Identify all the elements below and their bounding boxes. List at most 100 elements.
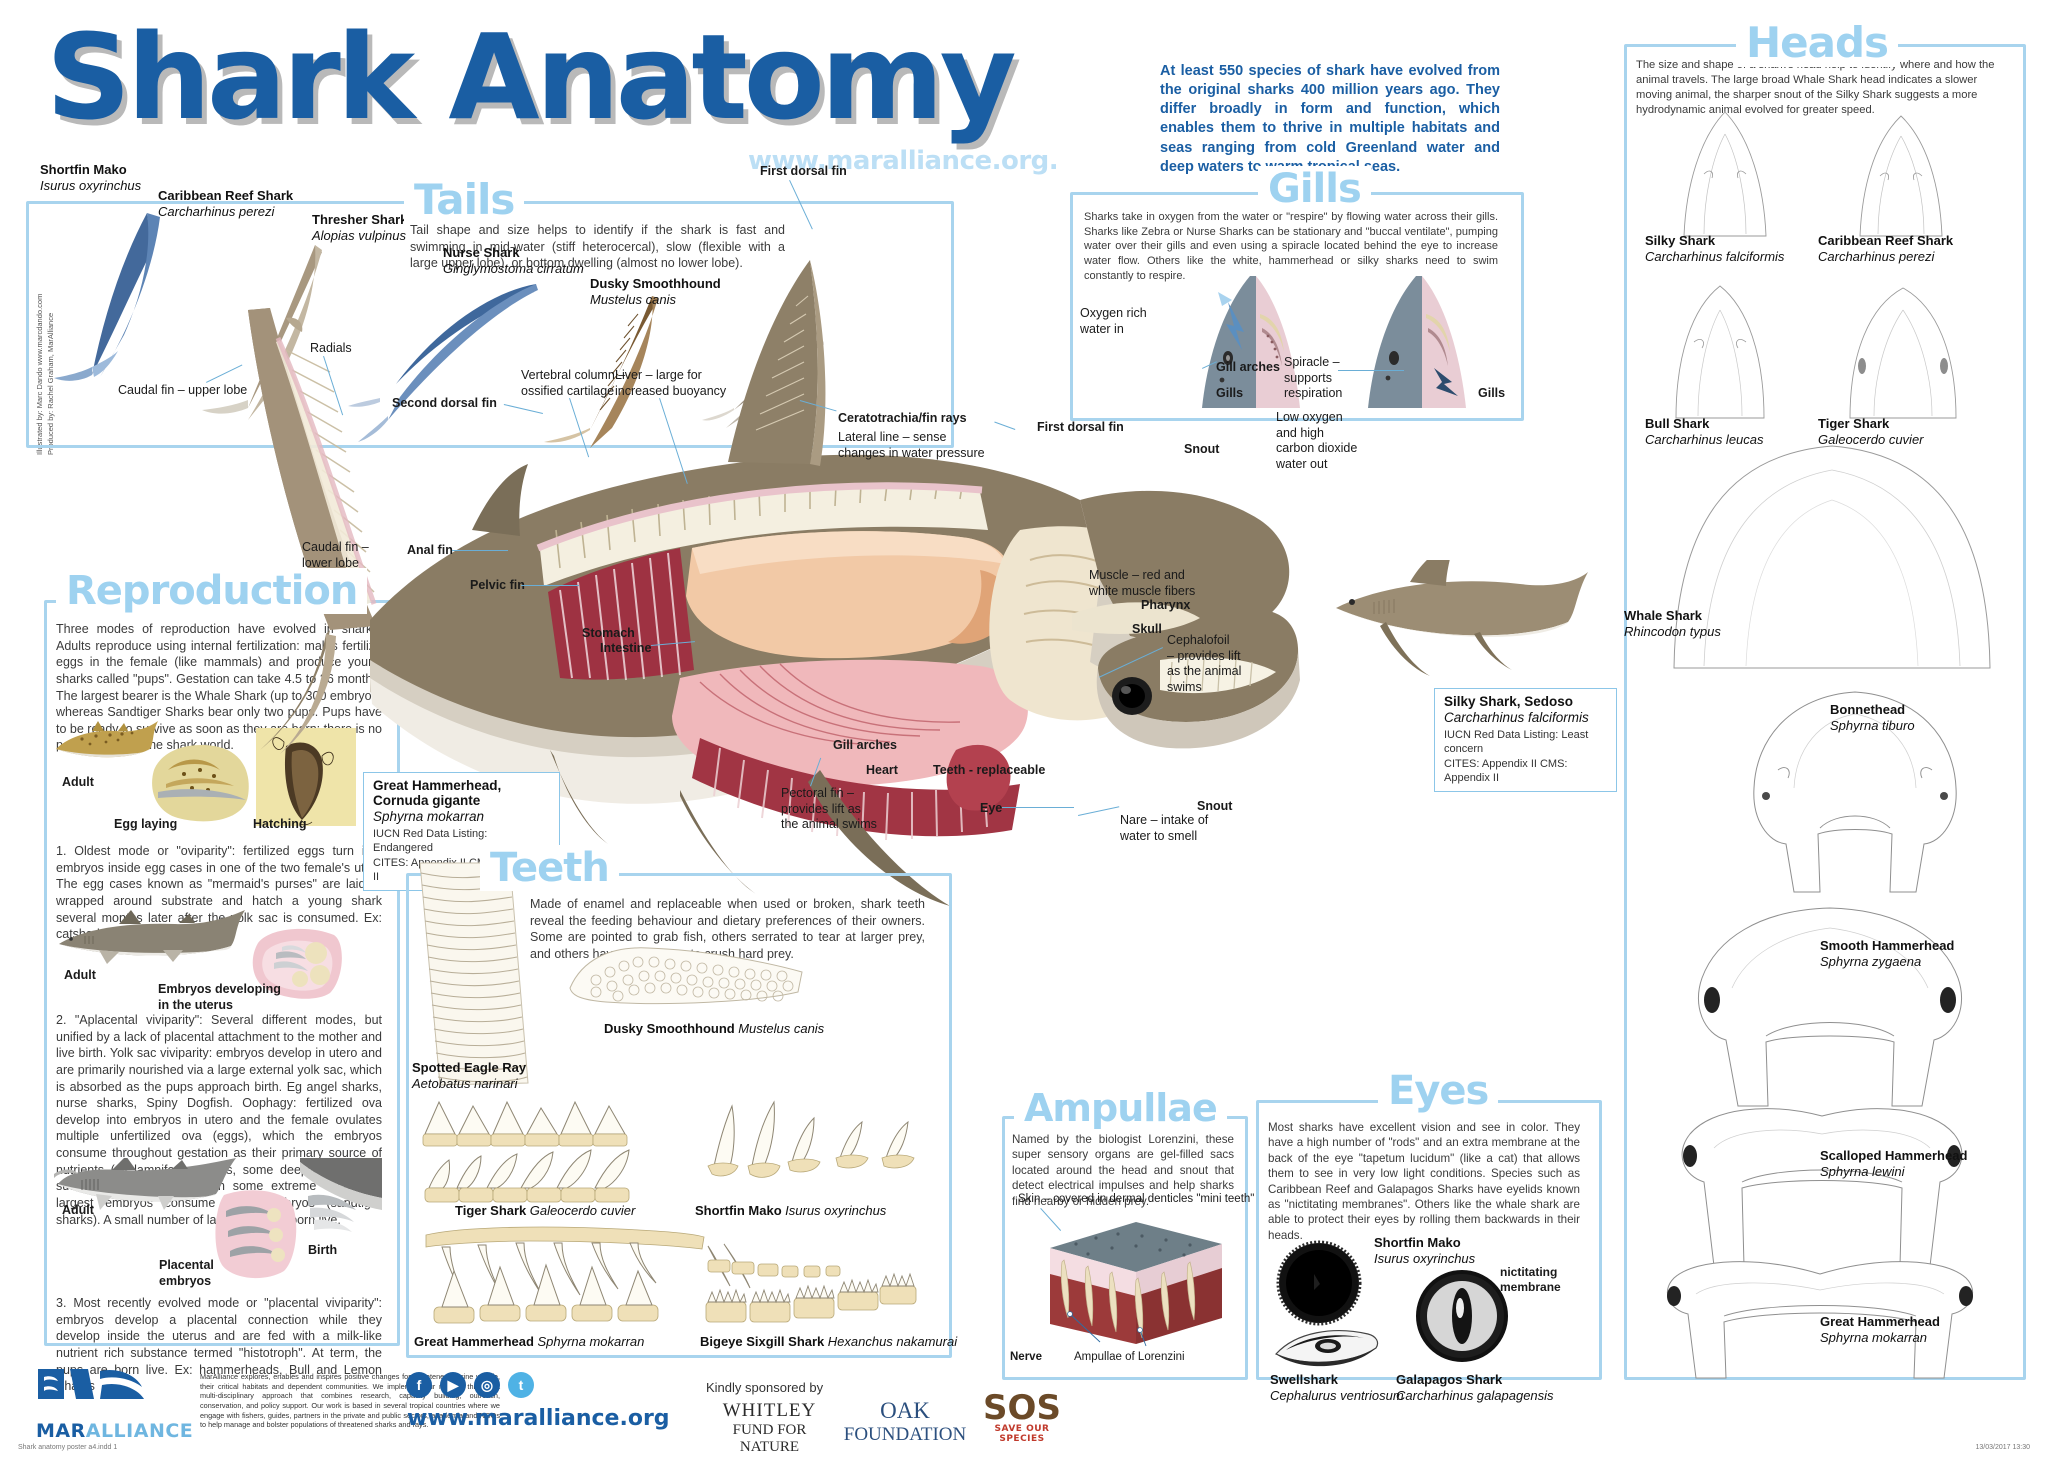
eyes-label-nictitating: nictitating membrane xyxy=(1500,1265,1561,1294)
species-name: Bonnethead xyxy=(1830,702,1906,717)
page-title: Shark Anatomy xyxy=(46,8,1017,146)
species-latin: Isurus oxyrinchus xyxy=(785,1203,887,1218)
anatomy-label-ceratotrachia: Ceratotrachia/fin rays xyxy=(838,411,967,425)
repro-label-adult-1: Adult xyxy=(62,775,94,789)
anatomy-label-muscle: Muscle – red and white muscle fibers xyxy=(1089,568,1196,598)
heads-label-caribbean-reef: Caribbean Reef Shark Carcharhinus perezi xyxy=(1818,233,1953,266)
twitter-icon[interactable]: t xyxy=(508,1372,534,1398)
wordmark-mar: MAR xyxy=(36,1420,86,1442)
species-name: Great Hammerhead xyxy=(1820,1314,1940,1329)
sponsors-label: Kindly sponsored by xyxy=(706,1380,824,1395)
sponsor-line1: OAK xyxy=(880,1398,930,1423)
tail-illustration-mako xyxy=(54,213,160,381)
repro-egg-laying-illustration xyxy=(152,745,249,822)
repro-adult-catshark-illustration xyxy=(56,721,158,758)
sponsor-line2: FUND FOR NATURE xyxy=(732,1422,807,1455)
callout-iucn: IUCN Red Data Listing: Least concern xyxy=(1444,729,1589,756)
head-outline-bull xyxy=(1675,285,1765,419)
section-title-heads: Heads xyxy=(1736,18,1899,67)
eyes-label-swellshark-text: Swellshark Cephalurus ventriosum xyxy=(1270,1372,1404,1405)
leader-eye xyxy=(1002,807,1074,808)
anatomy-label-first-dorsal-fin-top: First dorsal fin xyxy=(760,164,847,178)
tail-illustration-thresher xyxy=(348,284,538,442)
teeth-label-shortfin-mako: Shortfin Mako Isurus oxyrinchus xyxy=(695,1203,886,1220)
species-name: Smooth Hammerhead xyxy=(1820,938,1955,953)
anatomy-label-pharynx: Pharynx xyxy=(1141,598,1191,612)
heads-label-whale-shark: Whale Shark Rhincodon typus xyxy=(1624,608,1721,641)
ampullae-label-nerve: Nerve xyxy=(1010,1351,1042,1363)
ampullae-label-lorenzini: Ampullae of Lorenzini xyxy=(1074,1351,1185,1363)
repro-adult-hammerhead-illustration xyxy=(54,1158,236,1210)
anatomy-label-pectoral-fin: Pectoral fin – provides lift as the anim… xyxy=(781,786,877,832)
head-outline-tiger xyxy=(1849,287,1957,419)
instagram-icon[interactable]: ◎ xyxy=(474,1372,500,1398)
silky-shark-illustration xyxy=(1336,560,1588,676)
ampullae-skin-block-illustration xyxy=(1050,1222,1222,1347)
teeth-bigeye-sixgill-rows-illustration xyxy=(705,1243,917,1323)
anatomy-label-liver: Liver – large for increased buoyancy xyxy=(615,368,727,398)
heads-description: The size and shape of a shark's head hel… xyxy=(1636,59,1995,116)
section-title-tails: Tails xyxy=(404,175,525,224)
section-teeth xyxy=(406,873,952,1358)
anatomy-label-anal-fin: Anal fin xyxy=(407,543,453,557)
species-latin: Cephalurus ventriosum xyxy=(1270,1388,1404,1404)
species-latin: Sphyrna mokarran xyxy=(537,1334,645,1349)
gill-head-illustration-left xyxy=(1202,276,1300,408)
section-title-teeth: Teeth xyxy=(480,845,619,891)
species-latin: Carcharhinus perezi xyxy=(1818,249,1935,265)
heads-label-bull: Bull Shark Carcharhinus leucas xyxy=(1645,416,1764,449)
print-stamp-right: 13/03/2017 13:30 xyxy=(1975,1444,2031,1451)
eyes-label-shortfin-mako: Shortfin Mako Isurus oxyrinchus xyxy=(1374,1235,1475,1268)
species-name: Spotted Eagle Ray xyxy=(412,1060,527,1075)
main-shark-anatomy-illustration xyxy=(248,260,1300,906)
anatomy-label-intestine: Intestine xyxy=(600,641,652,655)
repro-label-placental-embryos: Placental embryos xyxy=(159,1258,214,1288)
teeth-label-eagle-ray: Spotted Eagle Ray Aetobatus narinari xyxy=(412,1060,526,1093)
anatomy-label-nare: Nare – intake of water to smell xyxy=(1120,813,1209,843)
ampullae-label-skin: Skin – covered in dermal denticles "mini… xyxy=(1018,1193,1255,1205)
species-name: Great Hammerhead xyxy=(414,1334,534,1349)
tails-species-3: Nurse Shark Ginglymostoma cirratum xyxy=(443,245,584,278)
tails-description: Tail shape and size helps to identify if… xyxy=(410,223,785,271)
species-name: Thresher Shark xyxy=(312,212,408,227)
teeth-smoothhound-plate-illustration xyxy=(569,947,803,1005)
footer-website-url[interactable]: www.maralliance.org xyxy=(407,1406,670,1431)
species-name: Tiger Shark xyxy=(455,1203,527,1218)
callout-silky-shark: Silky Shark, Sedoso Carcharhinus falcifo… xyxy=(1434,688,1617,793)
facebook-icon[interactable]: f xyxy=(406,1372,432,1398)
tails-species-2: Thresher Shark Alopias vulpinus xyxy=(312,212,407,245)
species-name: Nurse Shark xyxy=(443,245,520,260)
anatomy-label-stomach: Stomach xyxy=(582,626,635,640)
section-title-gills: Gills xyxy=(1258,166,1371,212)
intro-paragraph: At least 550 species of shark have evolv… xyxy=(1160,63,1500,175)
species-name: Whale Shark xyxy=(1624,608,1703,623)
section-title-reproduction: Reproduction xyxy=(56,568,368,614)
anatomy-label-gill-arches-main: Gill arches xyxy=(833,738,897,752)
sponsor-oak: OAK FOUNDATION xyxy=(840,1398,970,1446)
callout-common-name: Silky Shark, Sedoso xyxy=(1444,694,1574,709)
species-latin: Aetobatus narinari xyxy=(412,1076,518,1092)
leader-anal-fin xyxy=(452,550,508,551)
species-latin: Sphyrna lewini xyxy=(1820,1164,1905,1180)
gills-label-spiracle: Spiracle – supports respiration xyxy=(1284,355,1343,401)
head-outline-great-hammerhead xyxy=(1667,1261,1973,1379)
teeth-label-bigeye-sixgill: Bigeye Sixgill Shark Hexanchus nakamurai xyxy=(700,1334,957,1351)
gills-label-gills-right: Gills xyxy=(1478,386,1506,400)
anatomy-label-heart: Heart xyxy=(866,763,898,777)
reproduction-intro: Three modes of reproduction have evolved… xyxy=(56,622,382,753)
anatomy-label-snout-2: Snout xyxy=(1197,799,1233,813)
watermark-url: www.maralliance.org. xyxy=(748,146,1059,176)
youtube-icon[interactable]: ▶ xyxy=(440,1372,466,1398)
anatomy-label-caudal-upper: Caudal fin – upper lobe xyxy=(118,383,248,397)
repro-label-hatching: Hatching xyxy=(253,817,307,831)
species-name: Dusky Smoothhound xyxy=(604,1021,735,1036)
species-latin: Carcharhinus falciformis xyxy=(1645,249,1785,265)
species-latin: Hexanchus nakamurai xyxy=(827,1334,958,1349)
tails-species-1: Caribbean Reef Shark Carcharhinus perezi xyxy=(158,188,293,221)
maralliance-mark-icon xyxy=(38,1369,144,1399)
sponsor-sos: SOS SAVE OUR SPECIES xyxy=(972,1391,1072,1444)
maralliance-blurb: MarAlliance explores, enables and inspir… xyxy=(200,1372,500,1430)
anatomy-label-eye: Eye xyxy=(980,801,1003,815)
heads-label-silky: Silky Shark Carcharhinus falciformis xyxy=(1645,233,1784,266)
callout-cites: CITES: Appendix II CMS: Appendix II xyxy=(1444,757,1568,784)
